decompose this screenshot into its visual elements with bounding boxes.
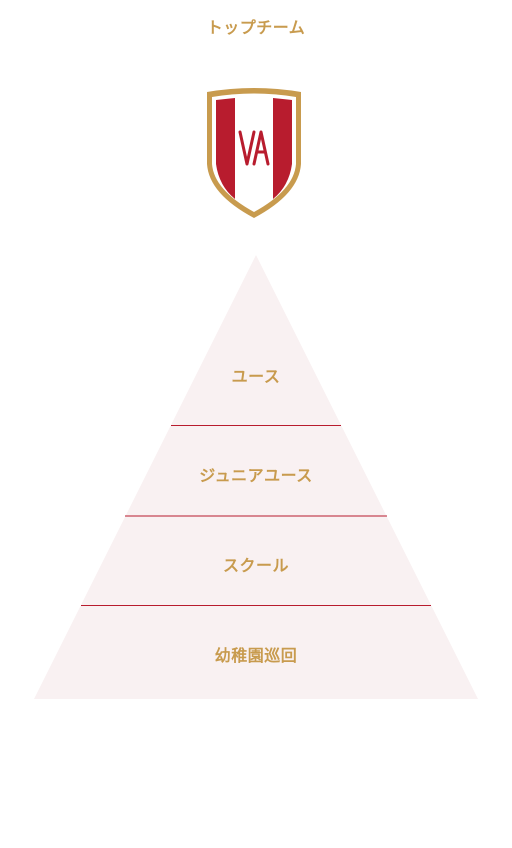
tier-junior-youth[interactable]: ジュニアユース: [199, 466, 313, 485]
club-crest-icon[interactable]: [203, 86, 305, 220]
crest-right-stripe: [273, 98, 292, 199]
crest-monogram: [238, 130, 270, 166]
page-title[interactable]: トップチーム: [206, 18, 306, 37]
tier-youth[interactable]: ユース: [231, 367, 281, 386]
crest-left-stripe: [216, 98, 235, 199]
pyramid-background: [34, 255, 478, 699]
tier-school[interactable]: スクール: [222, 556, 289, 575]
tier-kindergarten-visits[interactable]: 幼稚園巡回: [214, 646, 298, 665]
